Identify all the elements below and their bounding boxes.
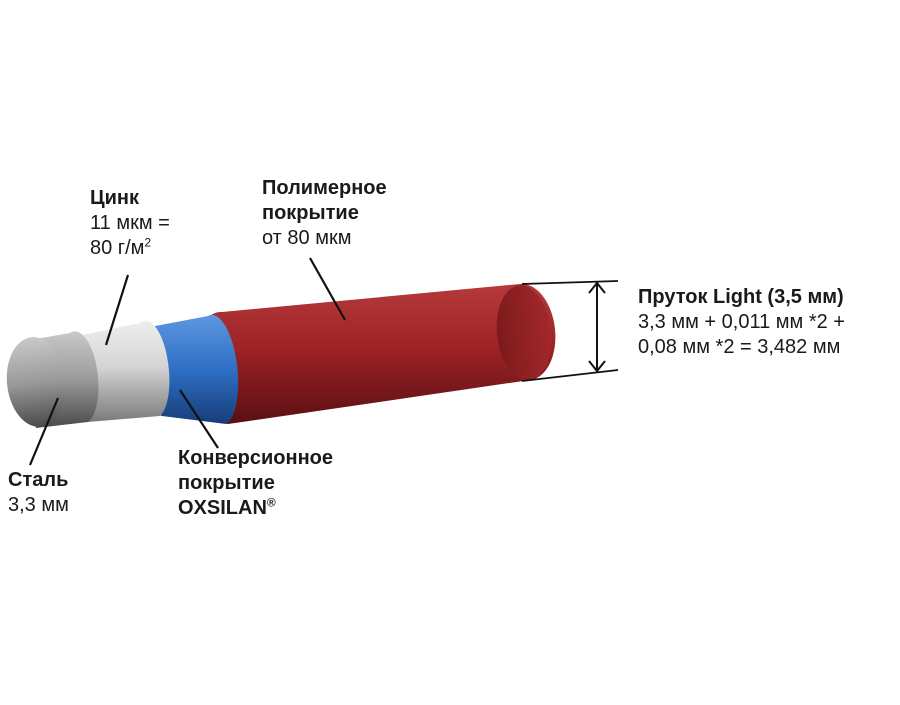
steel-label: Сталь 3,3 мм [8, 468, 69, 518]
polymer-label-title-line1: Полимерное [262, 177, 387, 199]
dimension-arrowhead-top [588, 281, 606, 294]
steel-core-end [6, 337, 66, 427]
conversion-label-title-line1: Конверсионное [178, 447, 334, 469]
registered-mark: ® [266, 495, 276, 510]
zinc-label-title: Цинк [90, 187, 139, 209]
zinc-label: Цинк 11 мкм = 80 г/м2 [90, 186, 170, 261]
rod-label-line2: 0,08 мм *2 = 3,482 мм [638, 336, 841, 358]
rod-label-line1: 3,3 мм + 0,011 мм *2 + [638, 311, 845, 333]
dimension-extension-bottom [521, 369, 619, 382]
rod-label: Пруток Light (3,5 мм) 3,3 мм + 0,011 мм … [638, 285, 845, 360]
polymer-coating-end [496, 285, 552, 381]
dimension-extension-top [521, 280, 619, 285]
conversion-label-title-line3: OXSILAN® [178, 495, 276, 519]
rod-label-title: Пруток Light (3,5 мм) [638, 286, 844, 308]
steel-label-line1: 3,3 мм [8, 494, 69, 516]
conversion-label: Конверсионное покрытие OXSILAN® [178, 446, 333, 521]
polymer-coating-layer [194, 283, 556, 424]
conversion-label-title-line2: покрытие [178, 472, 275, 494]
steel-label-title: Сталь [8, 469, 69, 491]
zinc-label-line2: 80 г/м2 [90, 235, 152, 259]
polymer-label-line1: от 80 мкм [262, 227, 352, 249]
polymer-label-title-line2: покрытие [262, 202, 359, 224]
polymer-leader-line [309, 257, 346, 321]
conversion-leader-line [179, 389, 219, 449]
zinc-label-line1: 11 мкм = [90, 212, 170, 234]
dimension-arrowhead-bottom [588, 360, 606, 373]
steel-leader-line [28, 397, 60, 466]
zinc-label-superscript: 2 [144, 235, 152, 250]
polymer-label: Полимерное покрытие от 80 мкм [262, 176, 387, 251]
zinc-leader-line [104, 274, 130, 346]
